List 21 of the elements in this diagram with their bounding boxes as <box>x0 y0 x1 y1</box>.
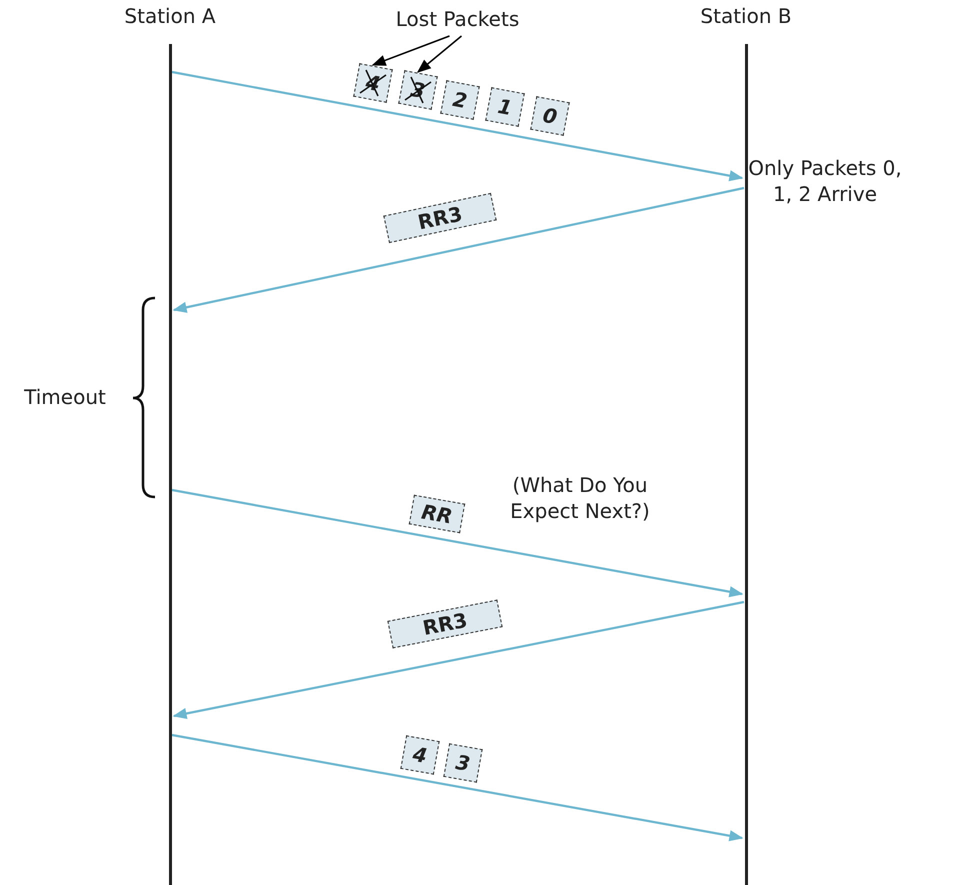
message-arrow <box>172 600 744 720</box>
leader-arrow <box>372 35 450 66</box>
packet-frame: 1 <box>485 87 525 127</box>
message-arrow <box>172 70 744 182</box>
leader-arrow <box>416 35 462 73</box>
message-arrow <box>172 488 744 598</box>
packet-frame: RR3 <box>383 192 497 244</box>
packet-frame: RR <box>408 494 466 534</box>
message-arrow <box>172 186 744 313</box>
message-arrow <box>172 734 744 842</box>
packet-frame: 0 <box>530 96 570 136</box>
annotation-text: Timeout <box>23 384 107 410</box>
packet-frame: 3 <box>443 743 483 783</box>
packet-frame: RR3 <box>387 600 503 648</box>
annotation-text: (What Do You Expect Next?) <box>509 472 651 524</box>
packet-frame: 2 <box>440 80 480 120</box>
packet-frame: 4 <box>400 735 440 775</box>
lifeline-title: Station A <box>123 4 217 28</box>
callout-text: Lost Packets <box>395 6 520 32</box>
annotation-text: Only Packets 0, 1, 2 Arrive <box>747 155 903 207</box>
lifeline-title: Station B <box>699 4 793 28</box>
